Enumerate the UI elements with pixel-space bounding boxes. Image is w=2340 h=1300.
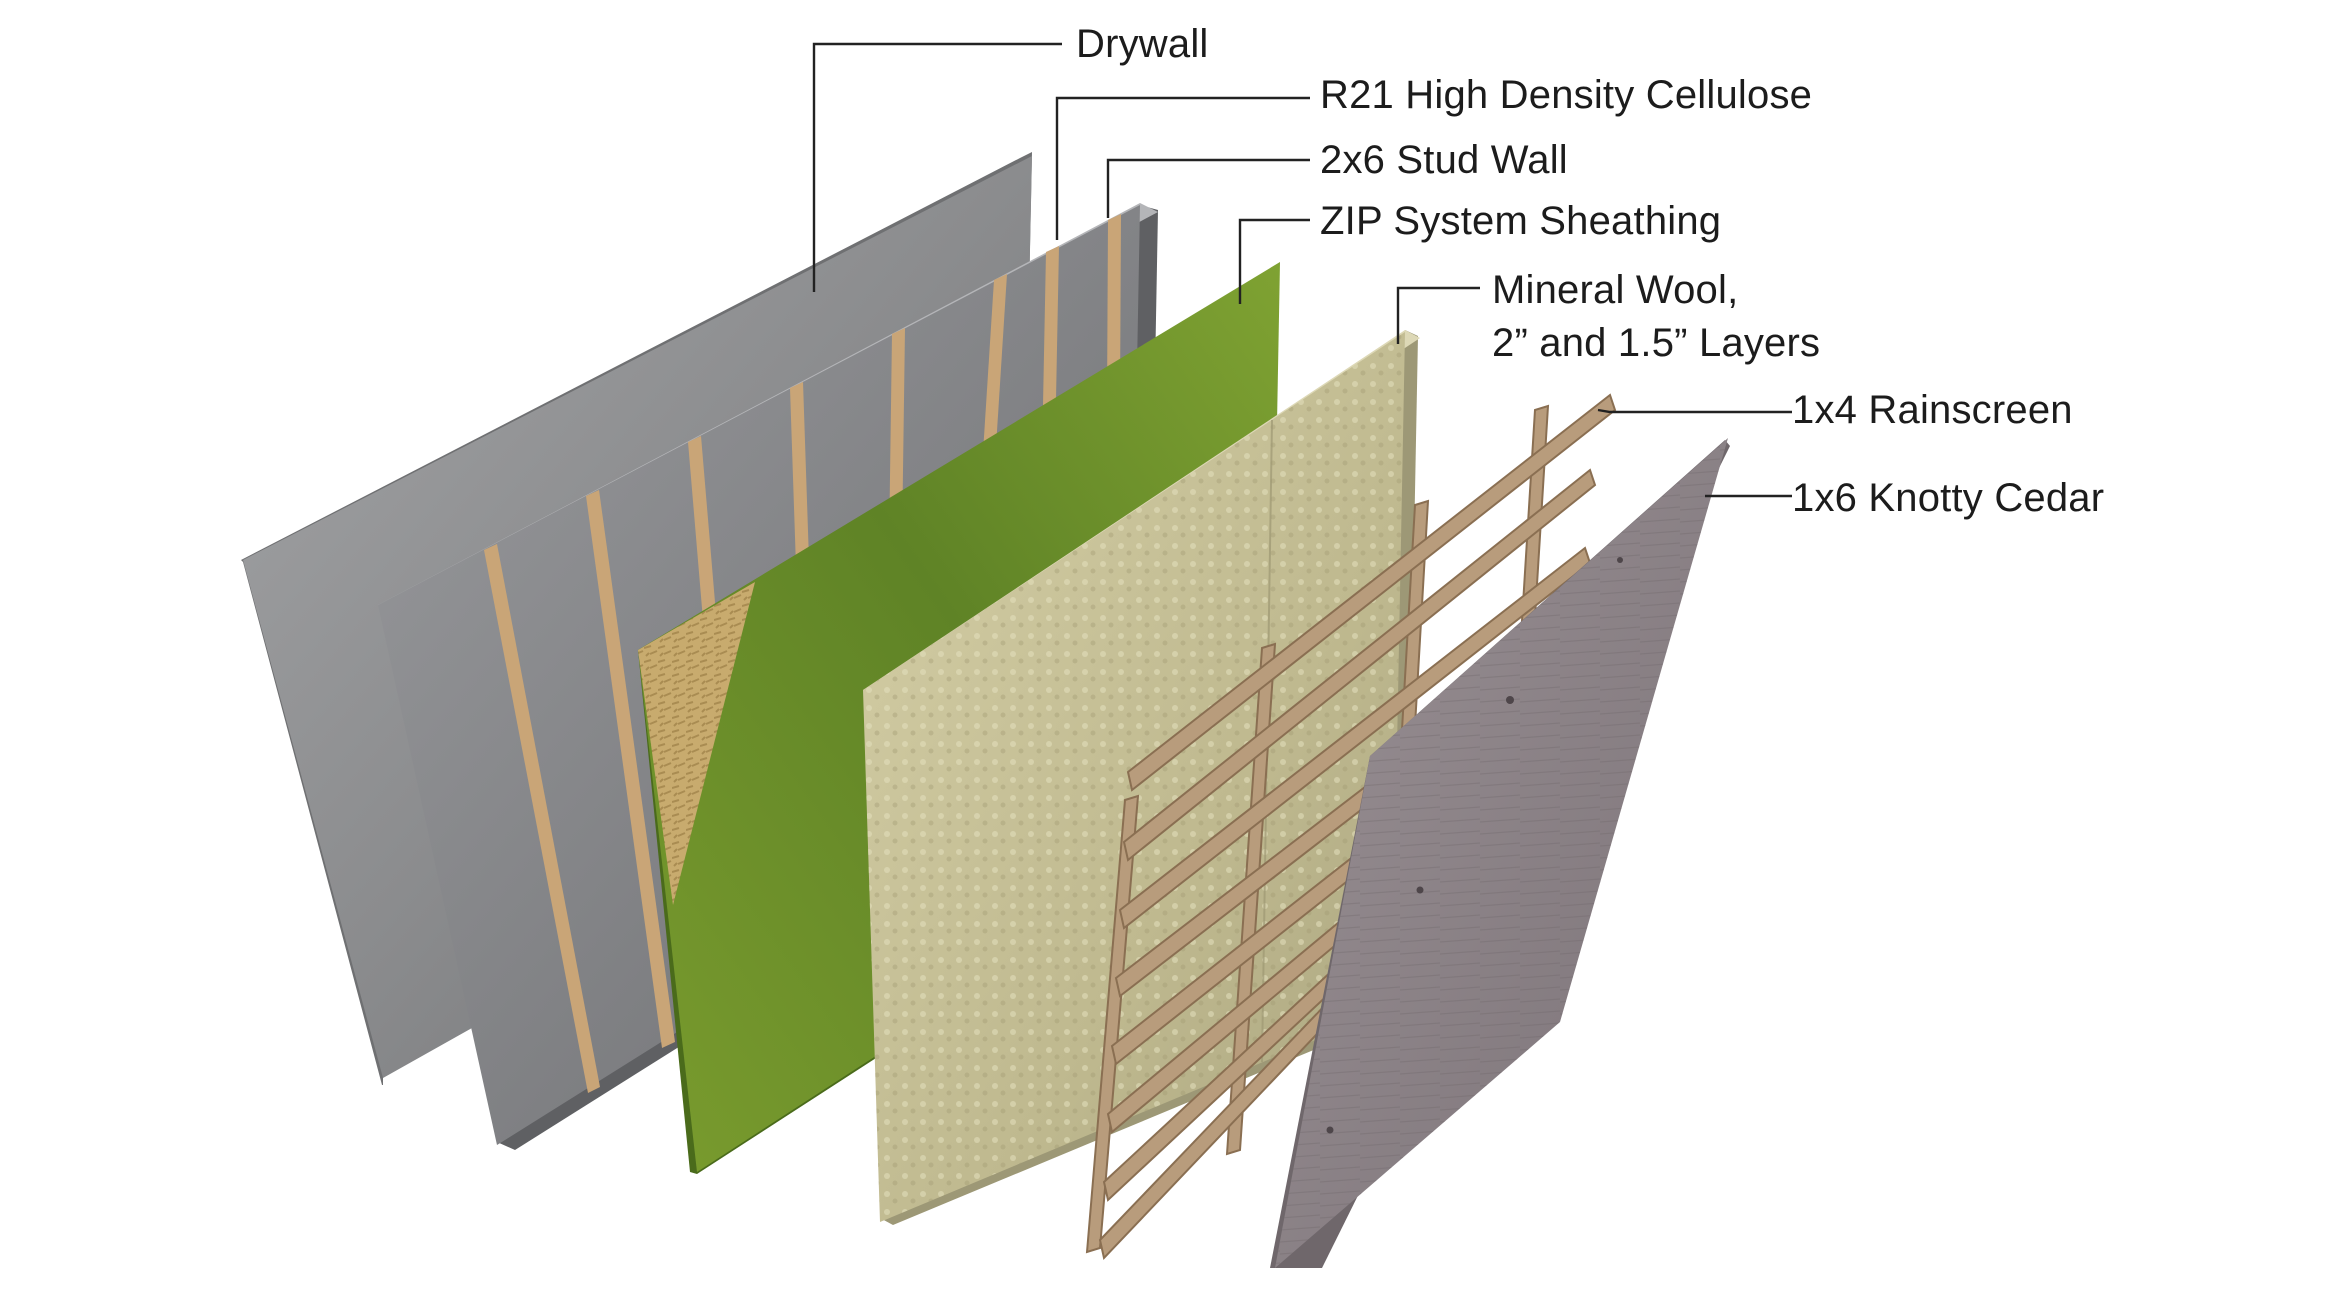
label-stud-wall: 2x6 Stud Wall [1320,138,1568,182]
label-drywall: Drywall [1076,22,1209,66]
label-zip-sheathing: ZIP System Sheathing [1320,199,1722,243]
osb-backside-corner [638,582,755,905]
cedar-siding-layer [1270,438,1730,1268]
label-mineral-wool-line1: Mineral Wool, [1492,268,1739,312]
label-rainscreen: 1x4 Rainscreen [1792,388,2073,432]
label-cedar: 1x6 Knotty Cedar [1792,476,2105,520]
label-cellulose: R21 High Density Cellulose [1320,73,1813,117]
label-mineral-wool-line2: 2” and 1.5” Layers [1492,321,1821,365]
leader-lines [812,42,1792,498]
